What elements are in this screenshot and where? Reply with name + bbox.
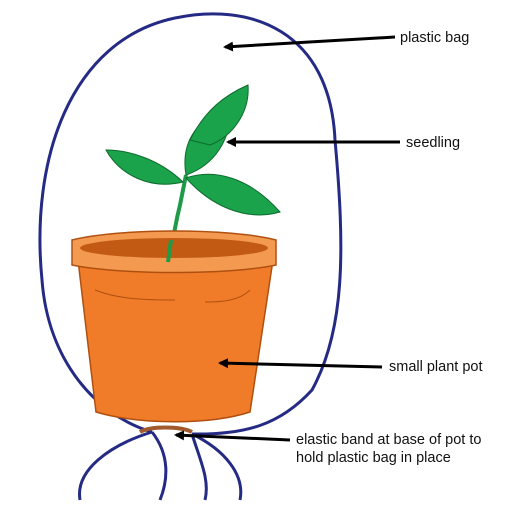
arrow-plastic-bag <box>225 37 395 47</box>
label-small-plant-pot: small plant pot <box>389 359 483 375</box>
pot-body <box>78 260 273 422</box>
seedling-leaf-upper <box>190 85 248 145</box>
label-seedling: seedling <box>406 135 460 151</box>
seedling-leaf-right <box>186 174 280 215</box>
seedling-leaf-left <box>106 150 183 184</box>
pot-soil <box>80 238 268 258</box>
plastic-bag-tail <box>80 432 241 500</box>
label-elastic-band-line2: hold plastic bag in place <box>296 450 451 466</box>
label-elastic-band-line1: elastic band at base of pot to <box>296 432 481 448</box>
label-plastic-bag: plastic bag <box>400 30 469 46</box>
